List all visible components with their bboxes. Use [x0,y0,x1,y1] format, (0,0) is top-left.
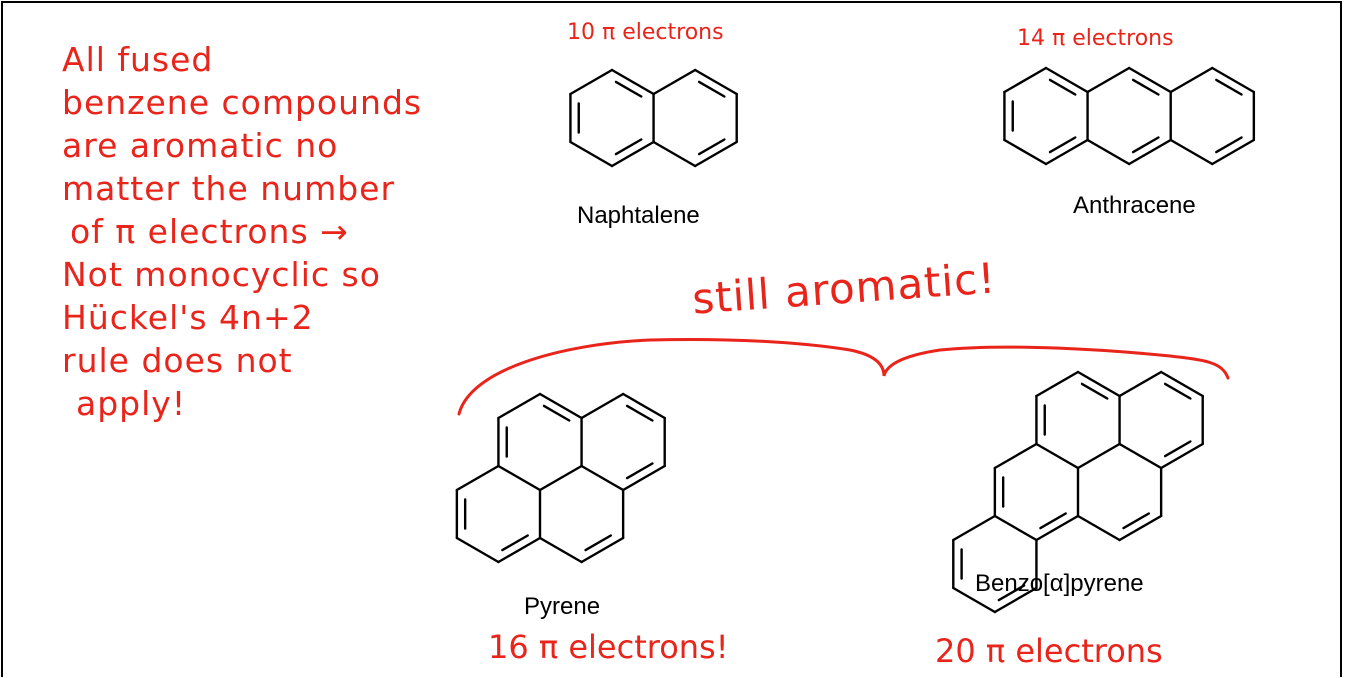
note-line: All fused [62,40,214,79]
note-line: matter the number [62,169,396,208]
bond [497,392,542,420]
bond [1169,138,1214,166]
bond [1169,66,1214,94]
bond [652,68,697,96]
anthracene-structure [1003,66,1256,166]
bond [621,464,666,492]
naphthalene-structure [569,68,738,168]
double-bond [1215,136,1243,154]
bond [993,586,1038,614]
double-bond [584,534,613,552]
benzopyrene-structure [952,370,1204,614]
bond [538,536,583,564]
bond [952,514,997,542]
double-bond [1080,382,1109,400]
pyrene-structure [455,392,666,564]
bond [1035,442,1080,470]
double-bond [1131,136,1160,154]
bond [1003,66,1048,94]
bond [1086,66,1131,94]
double-bond [1163,382,1192,400]
bond [1211,138,1256,166]
bond [580,536,625,564]
double-bond [1122,512,1151,530]
bond [1211,66,1256,94]
double-bond [1131,78,1160,96]
pyrene-electron-count: 16 π electrons! [488,628,729,666]
bond [1159,370,1204,398]
double-bond [1039,512,1067,530]
bond [1159,442,1204,470]
double-bond [697,80,726,98]
bond [652,140,697,168]
double-bond [501,534,529,552]
bond [693,140,738,168]
note-line: apply! [76,384,187,423]
double-bond [625,462,654,480]
double-bond [1048,136,1077,154]
double-bond [997,584,1026,602]
double-bond [697,138,726,156]
bond [610,68,655,96]
note-line: are aromatic no [62,126,339,165]
double-bond [625,404,654,422]
bond [1044,66,1089,94]
note-line: benzene compounds [62,83,423,122]
anthracene-label: Anthracene [1073,192,1196,219]
bond [1127,66,1172,94]
bond [1127,138,1172,166]
bond [569,68,614,96]
bond [580,392,625,420]
double-bond [1215,78,1243,96]
bond [1118,370,1163,398]
bond [1076,442,1121,470]
bond [693,68,738,96]
double-bond [614,138,643,156]
bond [1086,138,1131,166]
bond [455,536,500,564]
bond [580,464,625,492]
bond [569,140,614,168]
bond [538,392,583,420]
bond [610,140,655,168]
bond [993,514,1038,542]
benzopyrene-label: Benzo[α]pyrene [975,570,1144,597]
bond [455,464,500,492]
bond [952,586,997,614]
bond [1118,442,1163,470]
naphthalene-label: Naphtalene [577,202,700,229]
bond [1035,514,1080,542]
bond [1118,514,1163,542]
bond [497,464,542,492]
anthracene-electron-count: 14 π electrons [1017,26,1174,51]
double-bond [1163,440,1192,458]
note-line: Hückel's 4n+2 [62,298,314,337]
benzopyrene-electron-count: 20 π electrons [935,632,1163,670]
double-bond [1048,78,1077,96]
bond [1076,370,1121,398]
naphthalene-electron-count: 10 π electrons [567,20,724,45]
bond [497,536,542,564]
handwritten-note: All fused benzene compounds are aromatic… [62,38,492,425]
note-line: rule does not [62,341,293,380]
double-bond [614,80,643,98]
note-line: Not monocyclic so [62,255,381,294]
bond [538,464,583,492]
bond [1076,514,1121,542]
bond [621,392,666,420]
note-line: of π electrons → [70,212,349,251]
pyrene-label: Pyrene [524,593,601,620]
bond [1003,138,1048,166]
bond [993,442,1038,470]
double-bond [542,404,571,422]
bond [1035,370,1080,398]
bond [1044,138,1089,166]
